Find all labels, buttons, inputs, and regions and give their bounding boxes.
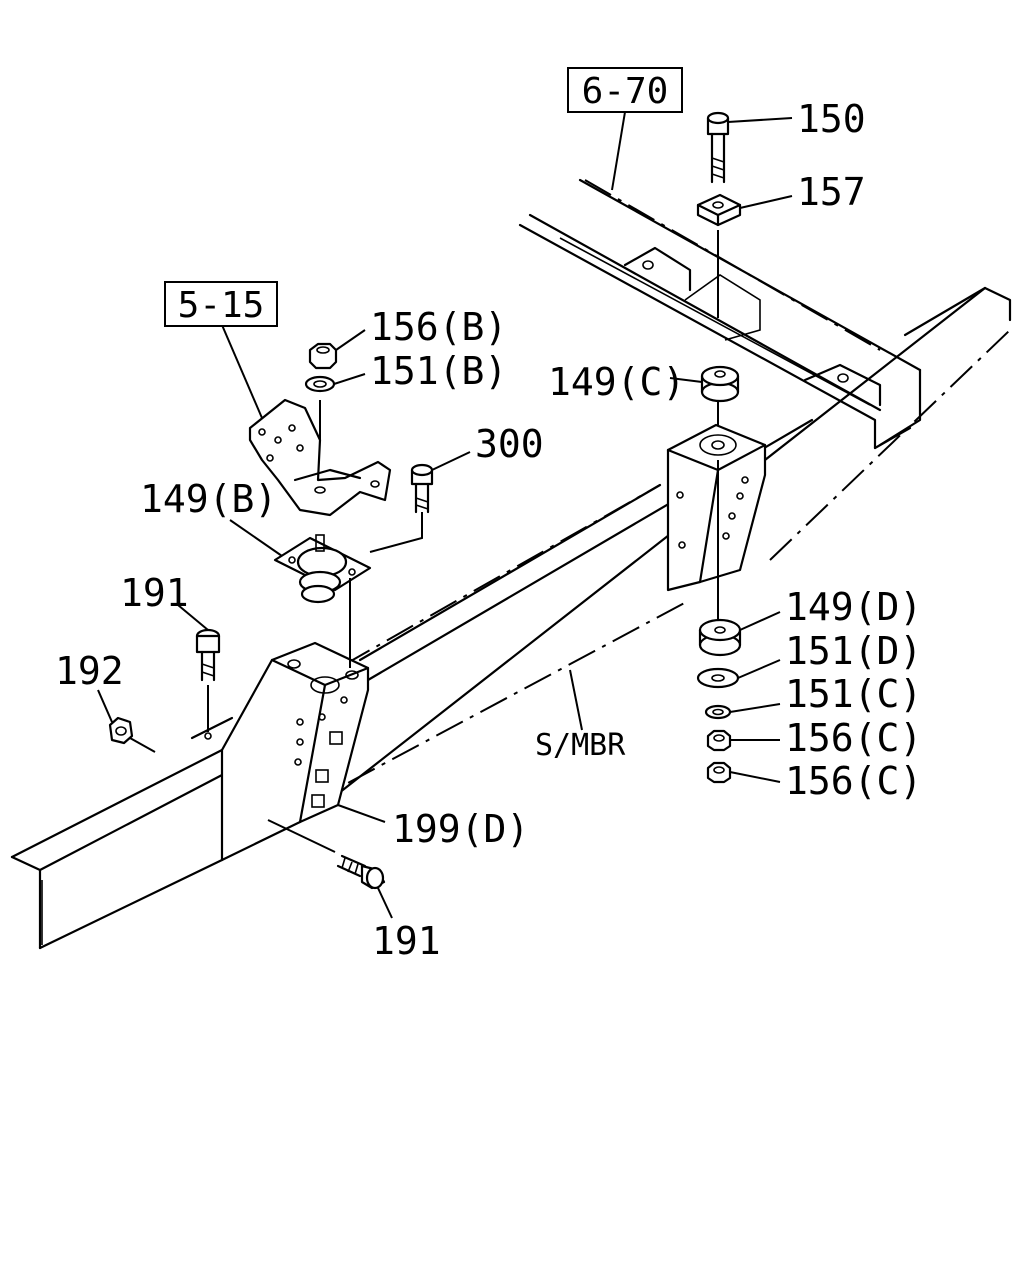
bolt-150: [706, 111, 730, 184]
side-member: [10, 286, 1012, 950]
side-member-label: S/MBR: [535, 728, 626, 763]
washer-151d: [696, 667, 740, 689]
callout-151b: 151(B): [370, 349, 507, 393]
ref-6-70: 6-70: [567, 67, 683, 113]
bracket-right: [666, 423, 767, 592]
callout-156c-2: 156(C): [785, 759, 922, 803]
nut-156c-2: [706, 761, 732, 784]
cross-member: [518, 178, 922, 450]
nut-192: [108, 716, 134, 745]
callout-151d: 151(D): [785, 629, 922, 673]
bolt-191-bottom: [336, 854, 386, 890]
callout-191-bottom: 191: [372, 919, 441, 963]
callout-149d: 149(D): [785, 585, 922, 629]
leader-lines: [97, 111, 793, 919]
callout-157: 157: [797, 170, 866, 214]
assembly-lines: [129, 230, 719, 853]
bracket-5-15: [248, 398, 392, 517]
mount-149b: [273, 534, 372, 604]
callout-151c: 151(C): [785, 672, 922, 716]
nut-156b: [308, 342, 338, 370]
washer-151b: [304, 375, 336, 393]
ref-6-70-label: 6-70: [582, 71, 669, 112]
callout-300: 300: [475, 422, 544, 466]
washer-157: [696, 193, 742, 227]
nut-156c-1: [706, 729, 732, 752]
callout-192: 192: [55, 649, 124, 693]
ref-5-15-label: 5-15: [178, 285, 265, 326]
callout-149c: 149(C): [548, 360, 685, 404]
bolt-191-top: [195, 628, 221, 682]
callout-156b: 156(B): [370, 305, 507, 349]
callout-191-top: 191: [120, 571, 189, 615]
mount-149c: [700, 365, 740, 403]
callout-149b: 149(B): [140, 477, 277, 521]
washer-151c: [704, 704, 732, 720]
callout-199d: 199(D): [392, 807, 529, 851]
mount-149d: [698, 618, 742, 657]
bolt-300: [410, 463, 434, 514]
callout-150: 150: [797, 97, 866, 141]
callout-156c-1: 156(C): [785, 716, 922, 760]
ref-5-15: 5-15: [164, 281, 278, 327]
